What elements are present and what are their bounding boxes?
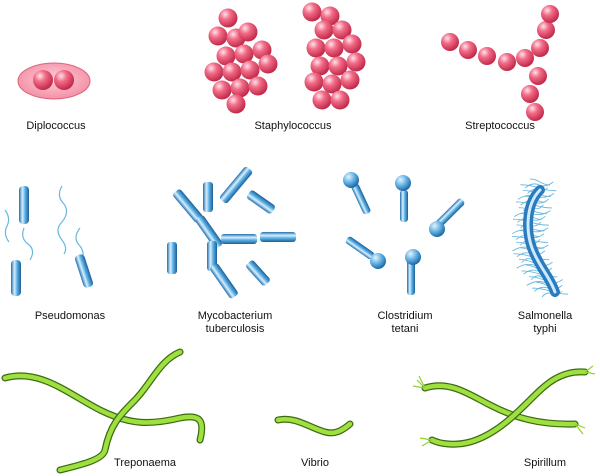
mycobacterium-figure [167,166,296,299]
staphylococcus-figure [204,2,366,114]
clostridium-label-line1: Clostridium [377,310,433,322]
coccus-cell [240,60,260,80]
coccus-cell [226,94,246,114]
coccus-cell [459,41,477,59]
coccus-cell [340,70,360,90]
coccus-cell [230,78,250,98]
coccus-cell [521,85,539,103]
coccus-cell [258,54,278,74]
streptococcus-figure [441,5,559,121]
coccus-cell [526,103,544,121]
clostridium-figure [343,172,465,295]
coccus-cell [216,46,236,66]
coccus-cell [441,33,459,51]
pseudomonas-label: Pseudomonas [34,310,106,322]
staphylococcus-label: Staphylococcus [254,120,332,132]
coccus-cell [248,76,268,96]
coccus-cell [328,56,348,76]
coccus-cell [312,90,332,110]
coccus-cell [332,20,352,40]
treponaema-label: Treponaema [114,457,176,469]
diplococcus-figure [17,62,91,100]
vibrio-figure [274,415,354,437]
coccus-cell [204,62,224,82]
coccus-cell [531,39,549,57]
coccus-cell [306,38,326,58]
mycobacterium-label-line2: tuberculosis [205,323,265,335]
coccus-cell [478,47,496,65]
coccus-cell [238,22,258,42]
diplococcus-label: Diplococcus [26,120,86,132]
coccus-cell [314,20,334,40]
coccus-cell [330,90,350,110]
spirillum-figure [412,365,596,448]
coccus-cell [346,52,366,72]
vibrio-label: Vibrio [301,457,329,469]
coccus-cell [234,44,254,64]
coccus-cell [498,53,516,71]
salmonella-label-line2: typhi [533,323,557,335]
clostridium-label-line2: tetani [391,323,419,335]
treponaema-figure [1,348,206,474]
coccus-cell [322,74,342,94]
coccus-cell [304,72,324,92]
coccus-cell [537,21,555,39]
coccus-cell [222,62,242,82]
pseudomonas-figure [4,185,93,296]
coccus-cell [302,2,322,22]
salmonella-label-line1: Salmonella [517,310,573,322]
coccus-cell [218,8,238,28]
spirillum-label: Spirillum [523,457,567,469]
coccus-cell [208,26,228,46]
coccus-cell [529,67,547,85]
streptococcus-label: Streptococcus [465,120,535,132]
coccus-cell [516,49,534,67]
salmonella-figure [511,178,569,298]
coccus-cell [212,80,232,100]
coccus-cell [541,5,559,23]
coccus-cell [324,38,344,58]
coccus-cell [342,34,362,54]
mycobacterium-label-line1: Mycobacterium [197,310,273,322]
coccus-cell [310,56,330,76]
